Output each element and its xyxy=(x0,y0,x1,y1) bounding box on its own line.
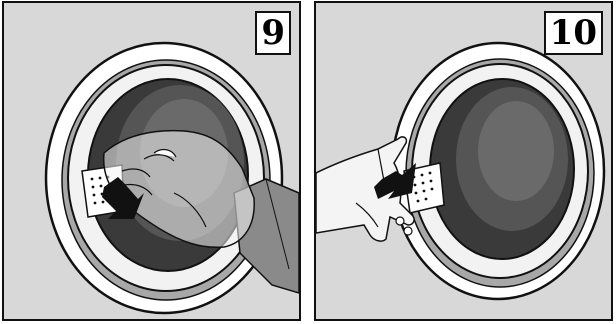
step-number-badge: 10 xyxy=(544,11,603,55)
step-number-badge: 9 xyxy=(255,11,291,55)
step-9-panel: 9 xyxy=(2,1,301,321)
step-10-panel: 10 xyxy=(314,1,613,321)
